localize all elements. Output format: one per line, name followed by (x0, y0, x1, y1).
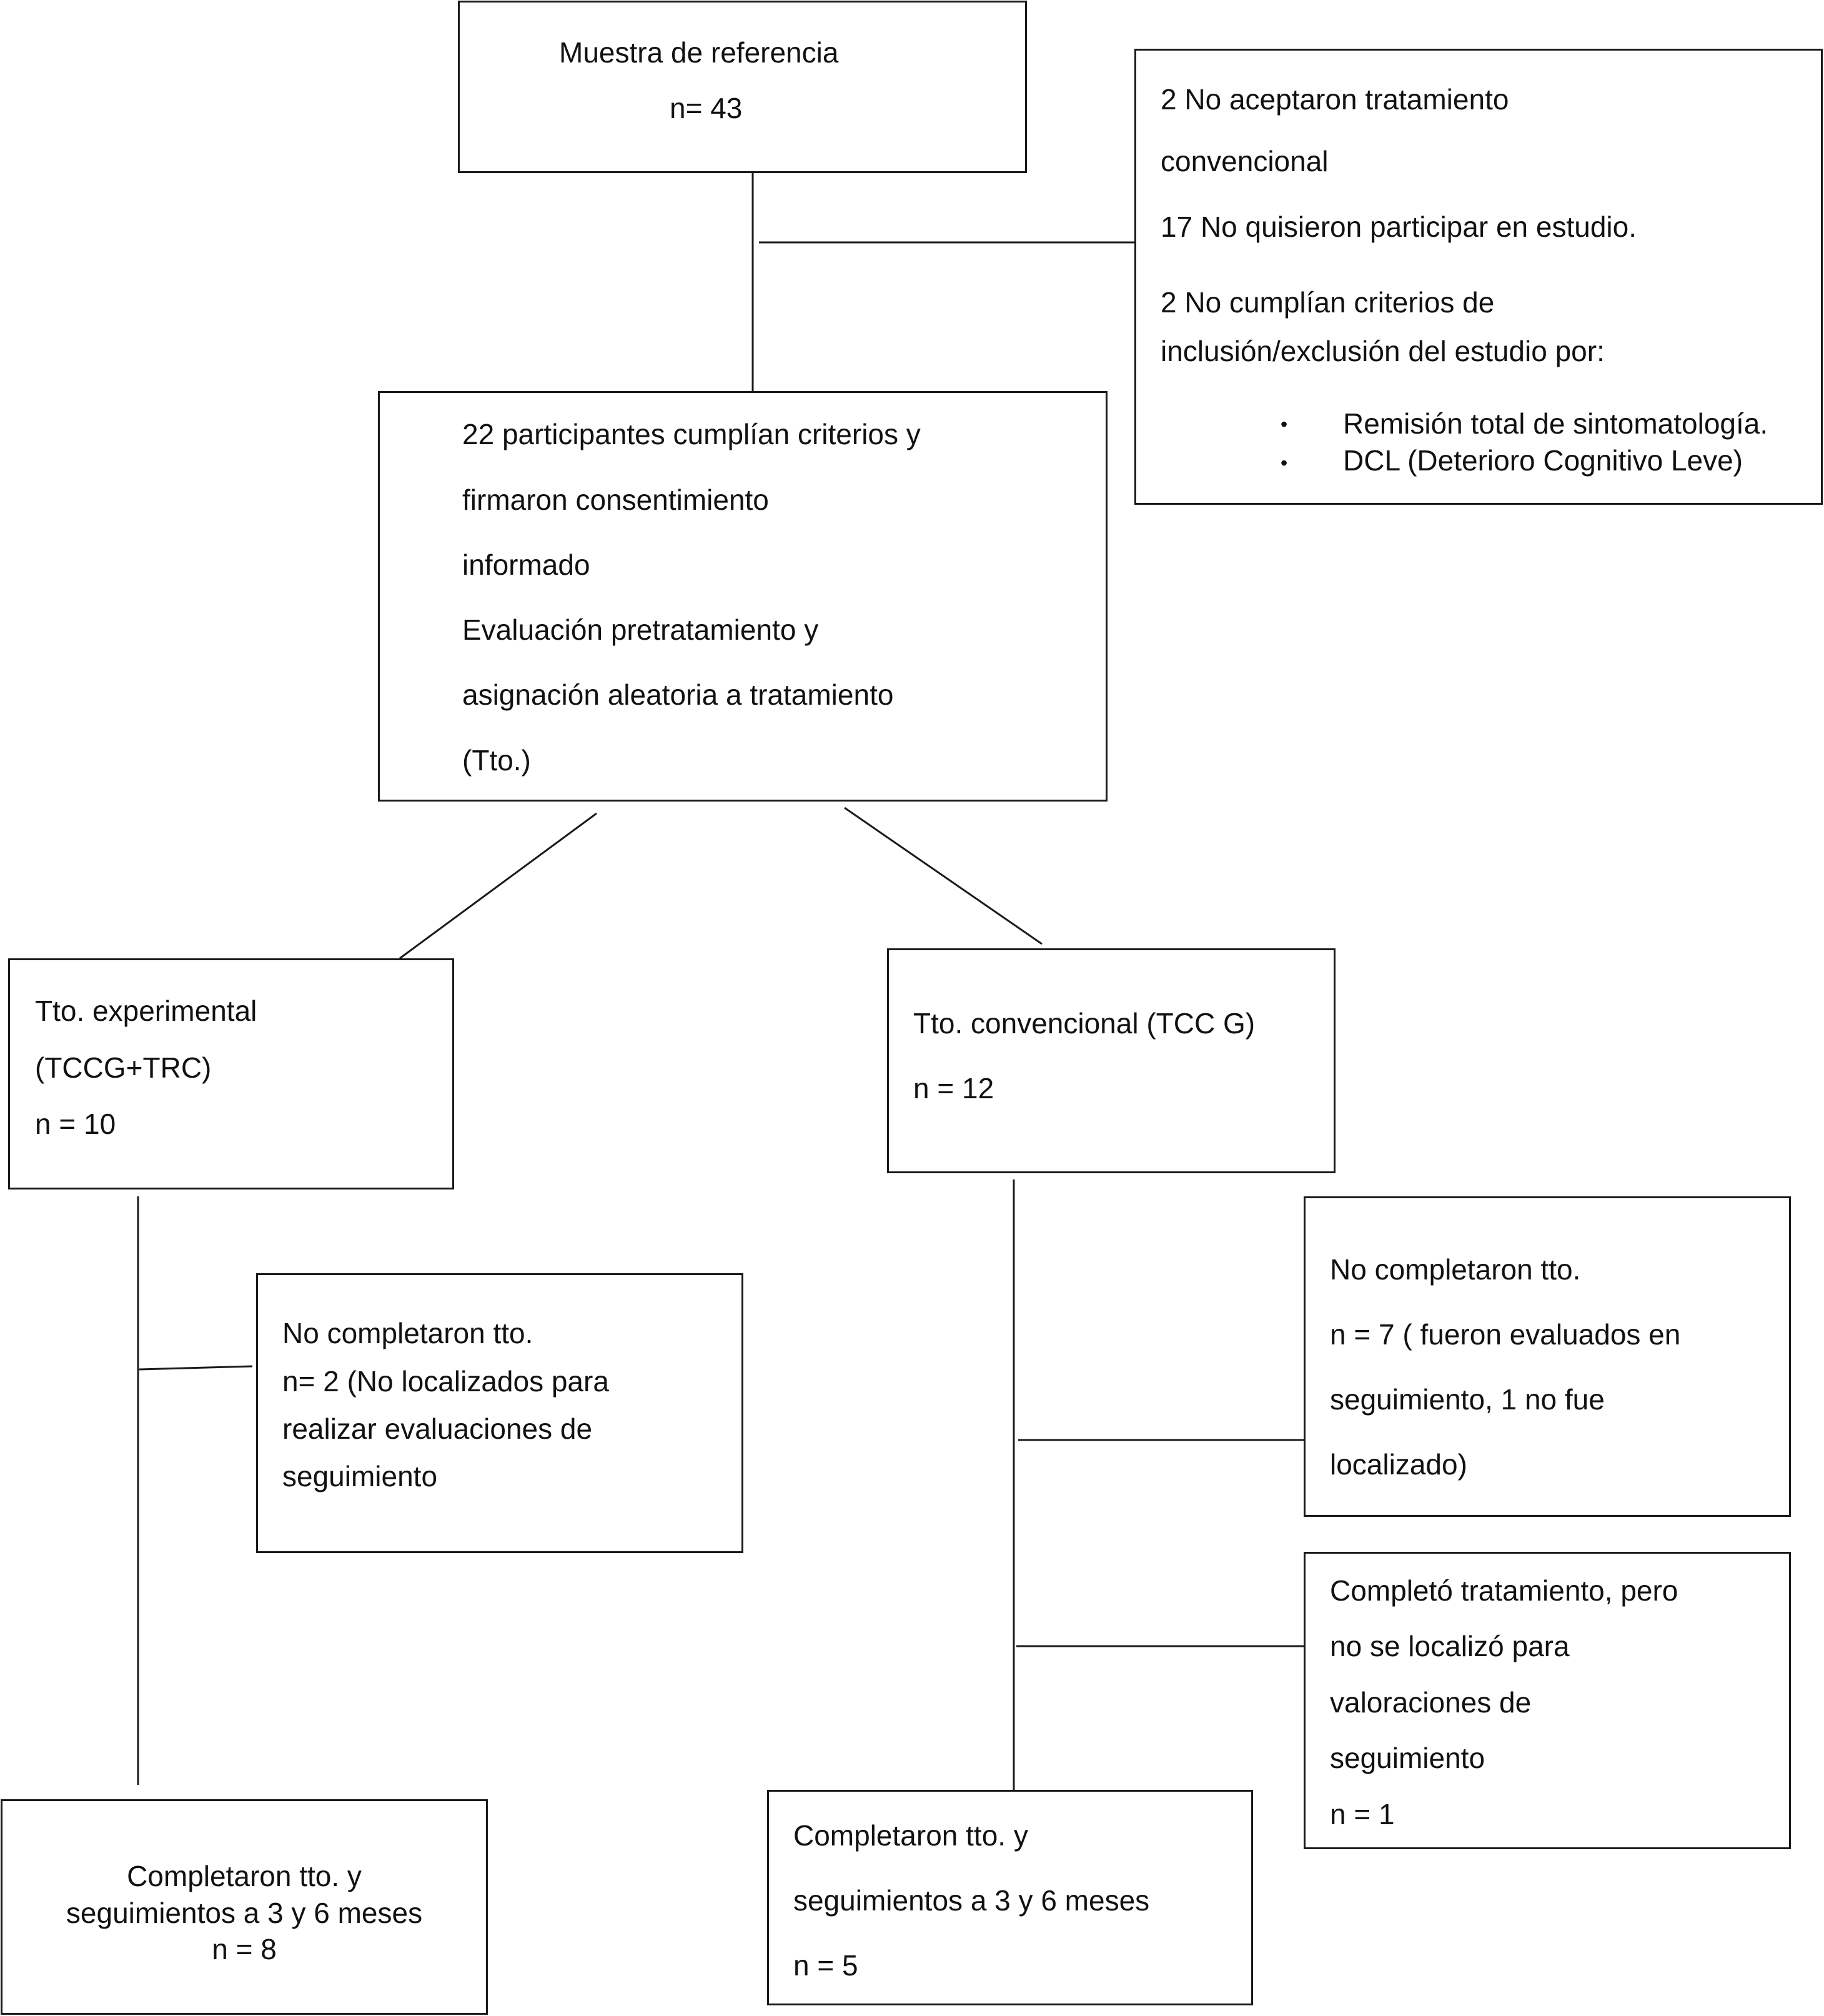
conventional-dropout-box (1304, 1196, 1791, 1517)
excluded-line-1: 2 No aceptaron tratamiento (1161, 83, 1509, 116)
bullet-icon: • (1281, 413, 1288, 435)
conventional-box (887, 948, 1336, 1173)
excluded-bullet-2: DCL (Deterioro Cognitivo Leve) (1343, 444, 1743, 477)
conv-lost-line-1: Completó tratamiento, pero (1330, 1574, 1678, 1607)
enrolled-line-5: asignación aleatoria a tratamiento (462, 678, 894, 711)
conv-completed-line-1: Completaron tto. y (793, 1819, 1028, 1852)
excluded-line-3: 17 No quisieron participar en estudio. (1161, 211, 1637, 243)
conventional-lost-box (1304, 1552, 1791, 1849)
enrolled-line-3: informado (462, 549, 590, 581)
conv-lost-line-2: no se localizó para (1330, 1630, 1570, 1662)
conv-lost-count: n = 1 (1330, 1798, 1395, 1830)
exp-dropout-line-3: realizar evaluaciones de (282, 1413, 593, 1445)
reference-sample-title: Muestra de referencia (559, 36, 839, 69)
conv-completed-count: n = 5 (793, 1949, 858, 1982)
conv-dropout-line-2: n = 7 ( fueron evaluados en (1330, 1318, 1681, 1351)
experimental-line-2: (TCCG+TRC) (35, 1051, 212, 1084)
conventional-completed-box (767, 1790, 1253, 2005)
exp-dropout-line-1: No completaron tto. (282, 1317, 533, 1349)
excluded-line-5: inclusión/exclusión del estudio por: (1161, 335, 1605, 367)
exp-dropout-line-2: n= 2 (No localizados para (282, 1365, 609, 1398)
conv-dropout-line-3: seguimiento, 1 no fue (1330, 1383, 1605, 1416)
enrolled-box (378, 391, 1108, 802)
connector-exp-dropout (139, 1365, 253, 1371)
reference-sample-box (458, 1, 1027, 173)
enrolled-line-2: firmaron consentimiento (462, 484, 769, 516)
experimental-count: n = 10 (35, 1108, 116, 1140)
excluded-line-2: convencional (1161, 145, 1329, 177)
excluded-line-4: 2 No cumplían criterios de (1161, 286, 1495, 319)
exp-dropout-line-4: seguimiento (282, 1460, 438, 1492)
exp-completed-line-2: seguimientos a 3 y 6 meses (66, 1897, 423, 1929)
connector-branch-left (399, 812, 597, 960)
experimental-box (8, 958, 454, 1189)
conv-completed-line-2: seguimientos a 3 y 6 meses (793, 1884, 1150, 1917)
experimental-dropout-box (256, 1273, 743, 1553)
enrolled-line-6: (Tto.) (462, 744, 531, 777)
bullet-icon: • (1281, 452, 1288, 474)
enrolled-line-4: Evaluación pretratamiento y (462, 613, 819, 646)
enrolled-line-1: 22 participantes cumplían criterios y (462, 418, 921, 450)
conventional-count: n = 12 (913, 1072, 994, 1105)
reference-sample-count: n= 43 (670, 92, 743, 124)
excluded-bullet-1: Remisión total de sintomatología. (1343, 407, 1768, 440)
conv-dropout-line-4: localizado) (1330, 1448, 1467, 1481)
connector-branch-right (844, 807, 1043, 945)
experimental-completed-box (1, 1799, 488, 2015)
conventional-line-1: Tto. convencional (TCC G) (913, 1007, 1256, 1040)
exp-completed-count: n = 8 (212, 1933, 277, 1965)
excluded-box (1134, 49, 1823, 505)
conv-dropout-line-1: No completaron tto. (1330, 1253, 1581, 1286)
conv-lost-line-3: valoraciones de (1330, 1686, 1532, 1719)
exp-completed-line-1: Completaron tto. y (127, 1860, 362, 1892)
experimental-line-1: Tto. experimental (35, 995, 257, 1027)
conv-lost-line-4: seguimiento (1330, 1742, 1485, 1774)
